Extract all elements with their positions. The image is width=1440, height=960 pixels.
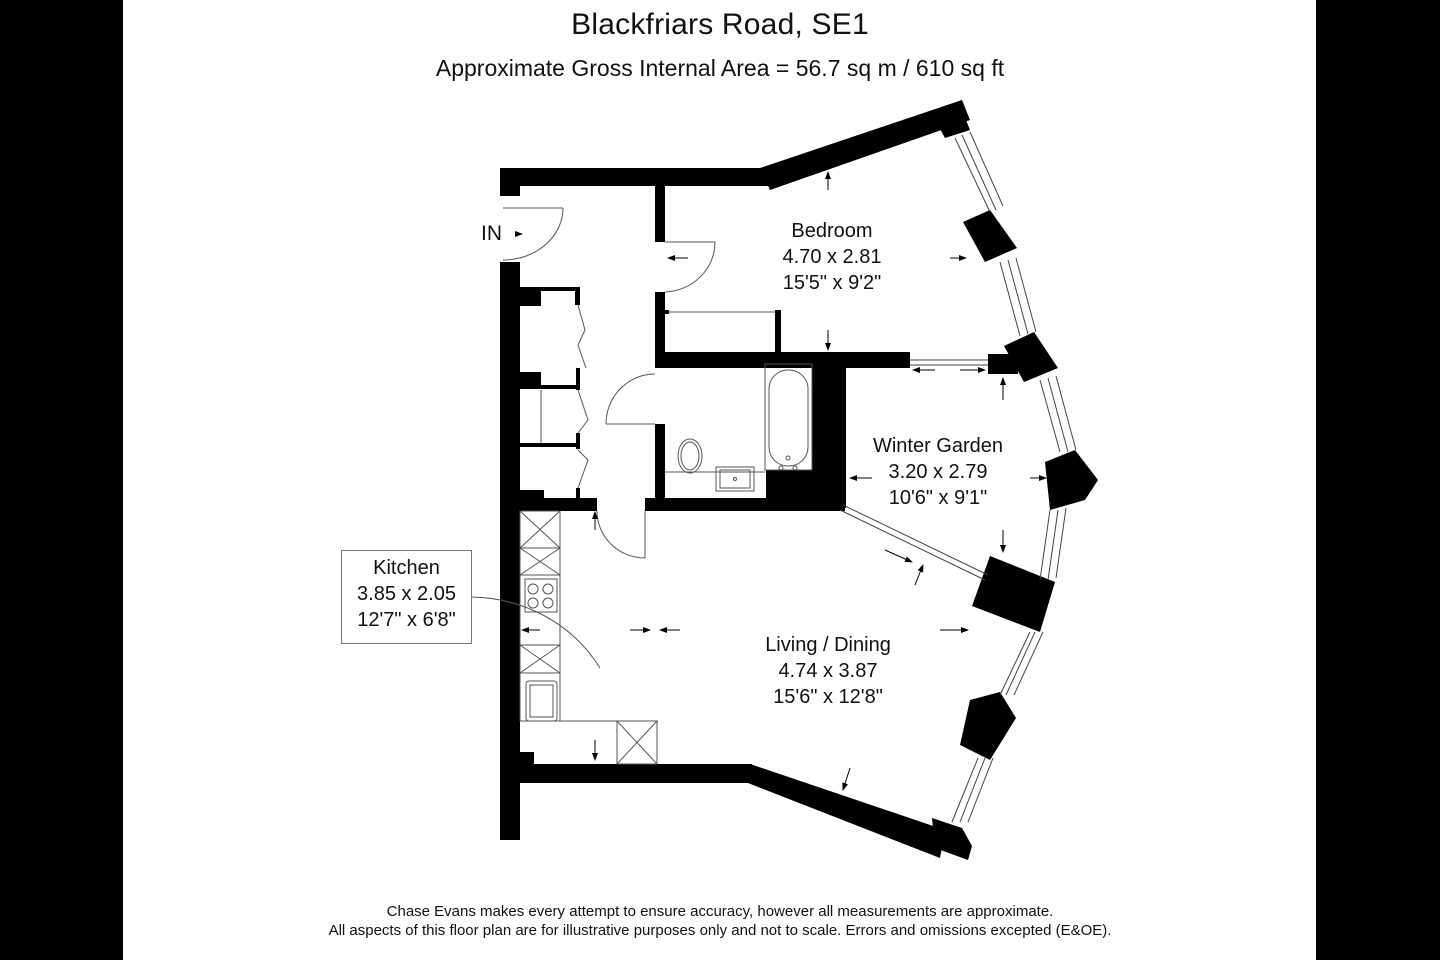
room-imperial: 15'5" x 9'2" (782, 272, 882, 294)
room-label-winter-garden: Winter Garden 3.20 x 2.79 10'6" x 9'1" (873, 433, 1003, 511)
walls (500, 100, 1018, 860)
room-label-bedroom: Bedroom 4.70 x 2.81 15'5" x 9'2" (783, 218, 882, 296)
window-piers (960, 210, 1098, 760)
room-label-kitchen: Kitchen 3.85 x 2.05 12'7" x 6'8" (341, 550, 472, 644)
disclaimer-line-2: All aspects of this floor plan are for i… (328, 922, 1112, 939)
room-imperial: 15'6" x 12'8" (773, 686, 883, 708)
room-name: Bedroom (791, 220, 873, 242)
disclaimer-line-1: Chase Evans makes every attempt to ensur… (386, 903, 1054, 920)
room-name: Winter Garden (872, 435, 1004, 457)
dimension-arrows (515, 171, 1047, 791)
entrance-label: IN (481, 222, 502, 245)
room-label-living-dining: Living / Dining 4.74 x 3.87 15'6" x 12'8… (765, 632, 891, 710)
room-metric: 4.74 x 3.87 (778, 660, 878, 682)
room-imperial: 12'7" x 6'8" (357, 609, 456, 631)
room-name: Kitchen (373, 557, 440, 579)
room-metric: 3.20 x 2.79 (888, 461, 988, 483)
room-metric: 4.70 x 2.81 (782, 246, 882, 268)
disclaimer: Chase Evans makes every attempt to ensur… (0, 902, 1440, 940)
area-subtitle: Approximate Gross Internal Area = 56.7 s… (435, 55, 1005, 81)
room-metric: 3.85 x 2.05 (357, 583, 456, 605)
room-imperial: 10'6" x 9'1" (888, 487, 988, 509)
page-title: Blackfriars Road, SE1 (571, 8, 869, 41)
windows (839, 131, 1077, 823)
fixtures (471, 311, 813, 765)
doors (502, 207, 716, 559)
room-name: Living / Dining (765, 634, 891, 656)
